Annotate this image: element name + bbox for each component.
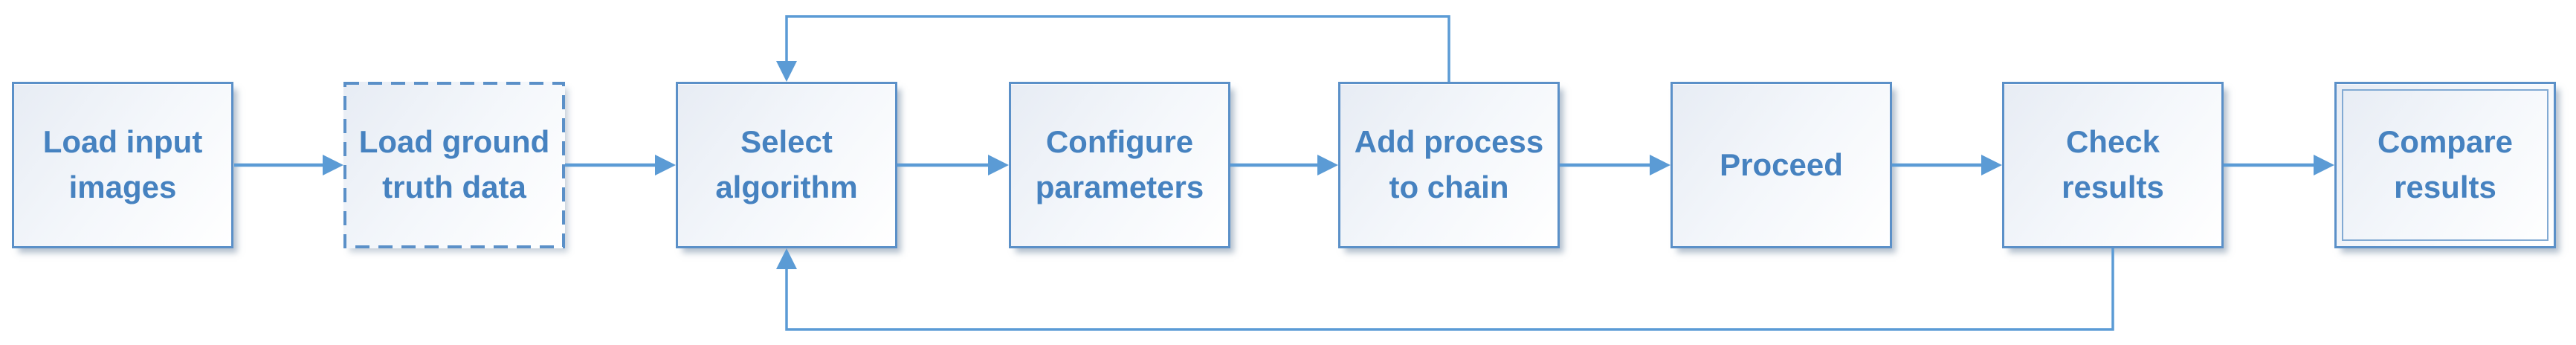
edge-check-results-to-compare-results <box>2224 155 2334 175</box>
edge-add-process-to-chain-to-proceed <box>1560 155 1670 175</box>
edge-select-algorithm-to-configure-parameters <box>897 155 1009 175</box>
node-label: Proceed <box>1720 146 1843 182</box>
arrowhead-right-icon <box>988 155 1009 175</box>
edge-proceed-to-check-results <box>1892 155 2002 175</box>
node-check-results: Check results <box>2002 82 2224 248</box>
node-compare-results: Compare results <box>2334 82 2556 248</box>
node-configure-parameters: Configure parameters <box>1009 82 1230 248</box>
node-load-ground-truth-data: Load ground truth data <box>343 82 565 248</box>
node-label: Add process to chain <box>1354 124 1544 204</box>
arrowhead-down-icon <box>776 61 797 82</box>
edge-load-input-images-to-load-ground-truth-data <box>234 155 343 175</box>
arrowhead-right-icon <box>323 155 343 175</box>
node-label: Check results <box>2062 124 2164 204</box>
arrowhead-right-icon <box>2314 155 2334 175</box>
node-label: Load ground truth data <box>358 124 550 204</box>
node-label: Compare results <box>2377 124 2514 204</box>
arrowhead-right-icon <box>655 155 676 175</box>
arrowhead-right-icon <box>1650 155 1670 175</box>
node-label: Select algorithm <box>715 124 858 204</box>
node-label: Load input images <box>42 124 203 204</box>
arrowhead-right-icon <box>1981 155 2002 175</box>
edge-configure-parameters-to-add-process-to-chain <box>1230 155 1338 175</box>
arrowhead-up-icon <box>776 248 797 269</box>
edge-load-ground-truth-data-to-select-algorithm <box>565 155 676 175</box>
node-add-process-to-chain: Add process to chain <box>1338 82 1560 248</box>
arrowhead-right-icon <box>1317 155 1338 175</box>
edge-loop-check-results-to-select-algorithm <box>776 248 2114 331</box>
node-load-input-images: Load input images <box>12 82 233 248</box>
node-proceed: Proceed <box>1670 82 1892 248</box>
node-label: Configure parameters <box>1035 124 1204 204</box>
edge-loop-add-process-to-chain-to-select-algorithm <box>776 15 1450 82</box>
node-select-algorithm: Select algorithm <box>676 82 897 248</box>
